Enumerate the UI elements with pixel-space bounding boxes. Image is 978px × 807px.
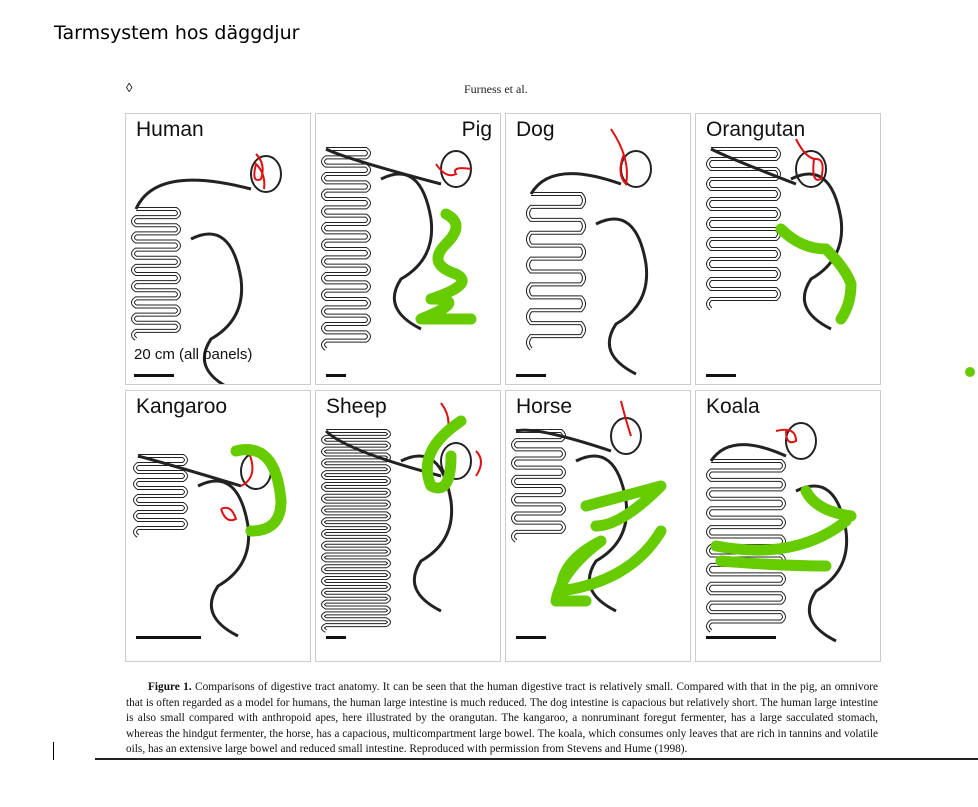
panel-koala: Koala	[695, 390, 881, 662]
green-annotation-large-intestine	[421, 415, 467, 494]
large-intestine	[595, 217, 649, 376]
esophagus	[324, 429, 442, 478]
panel-label: Koala	[706, 395, 760, 418]
panel-label: Dog	[516, 118, 555, 141]
panel-pig: Pig	[315, 113, 501, 385]
caption-text: Comparisons of digestive tract anatomy. …	[126, 681, 879, 756]
panel-orangutan: Orangutan	[695, 113, 881, 385]
digestive-tract-drawing	[321, 402, 482, 639]
digestive-tract-drawing	[706, 422, 857, 643]
large-intestine	[795, 484, 849, 643]
panel-label: Kangaroo	[136, 395, 228, 418]
digestive-tract-drawing	[133, 444, 287, 639]
panel-human: Human 20 cm (all panels)	[125, 113, 311, 385]
small-intestine-lumen	[512, 430, 565, 542]
panel-label: Human	[136, 118, 204, 141]
green-annotation-dot	[965, 367, 975, 377]
digestive-tract-drawing	[706, 138, 857, 377]
red-annotation-stomach	[795, 138, 824, 181]
stomach	[250, 155, 282, 193]
panel-label: Pig	[461, 118, 492, 141]
scale-bar	[516, 636, 546, 639]
stomach	[795, 150, 827, 188]
page-bottom-rule	[95, 758, 978, 760]
green-annotation-large-intestine	[710, 485, 857, 572]
figure-caption: Figure 1. Comparisons of digestive tract…	[126, 680, 878, 758]
scale-bar	[706, 636, 776, 639]
green-annotation-large-intestine	[775, 223, 857, 325]
panel-kangaroo: Kangaroo	[125, 390, 311, 662]
green-annotation-large-intestine	[550, 480, 667, 607]
esophagus	[325, 147, 442, 186]
scale-bar	[326, 374, 346, 377]
esophagus	[529, 172, 622, 195]
small-intestine-lumen	[322, 430, 390, 632]
panel-label: Horse	[516, 395, 573, 418]
panel-label: Orangutan	[706, 118, 806, 141]
scale-bar	[516, 374, 546, 377]
small-intestine-lumen	[527, 193, 585, 350]
stomach	[610, 417, 642, 455]
text-cursor	[53, 742, 54, 760]
scale-note: 20 cm (all panels)	[134, 346, 253, 363]
digestive-tract-drawing	[511, 400, 667, 639]
red-annotation-stomach	[620, 400, 632, 437]
large-intestine	[190, 232, 244, 384]
red-annotation-stomach	[253, 153, 266, 190]
panel-label: Sheep	[326, 395, 387, 418]
page-title: Tarmsystem hos däggdjur	[54, 22, 300, 44]
small-intestine-lumen	[132, 208, 180, 340]
green-annotation-large-intestine	[415, 208, 477, 325]
caption-label: Figure 1.	[148, 681, 192, 693]
large-intestine	[197, 479, 251, 638]
running-header-author: Furness et al.	[464, 82, 528, 96]
panel-dog: Dog	[505, 113, 691, 385]
red-annotation-stomach	[610, 128, 628, 187]
scale-bar	[136, 636, 201, 639]
diamond-marker: ◊	[126, 80, 133, 95]
scale-bar	[134, 374, 174, 377]
esophagus	[709, 443, 787, 462]
scale-bar	[706, 374, 736, 377]
red-annotation-stomach	[435, 163, 472, 177]
esophagus	[710, 147, 797, 186]
esophagus	[134, 178, 252, 210]
digestive-tract-drawing	[131, 153, 282, 384]
digestive-tract-drawing	[516, 128, 652, 377]
small-intestine-lumen	[134, 455, 187, 537]
red-annotation-stomach	[775, 428, 798, 444]
panel-horse: Horse	[505, 390, 691, 662]
stomach	[785, 422, 817, 460]
digestive-tract-drawing	[321, 147, 477, 377]
panel-sheep: Sheep	[315, 390, 501, 662]
green-annotation-large-intestine	[230, 444, 287, 537]
esophagus	[515, 428, 612, 453]
small-intestine-lumen	[322, 148, 370, 350]
scale-bar	[326, 636, 346, 639]
large-intestine	[380, 172, 434, 331]
